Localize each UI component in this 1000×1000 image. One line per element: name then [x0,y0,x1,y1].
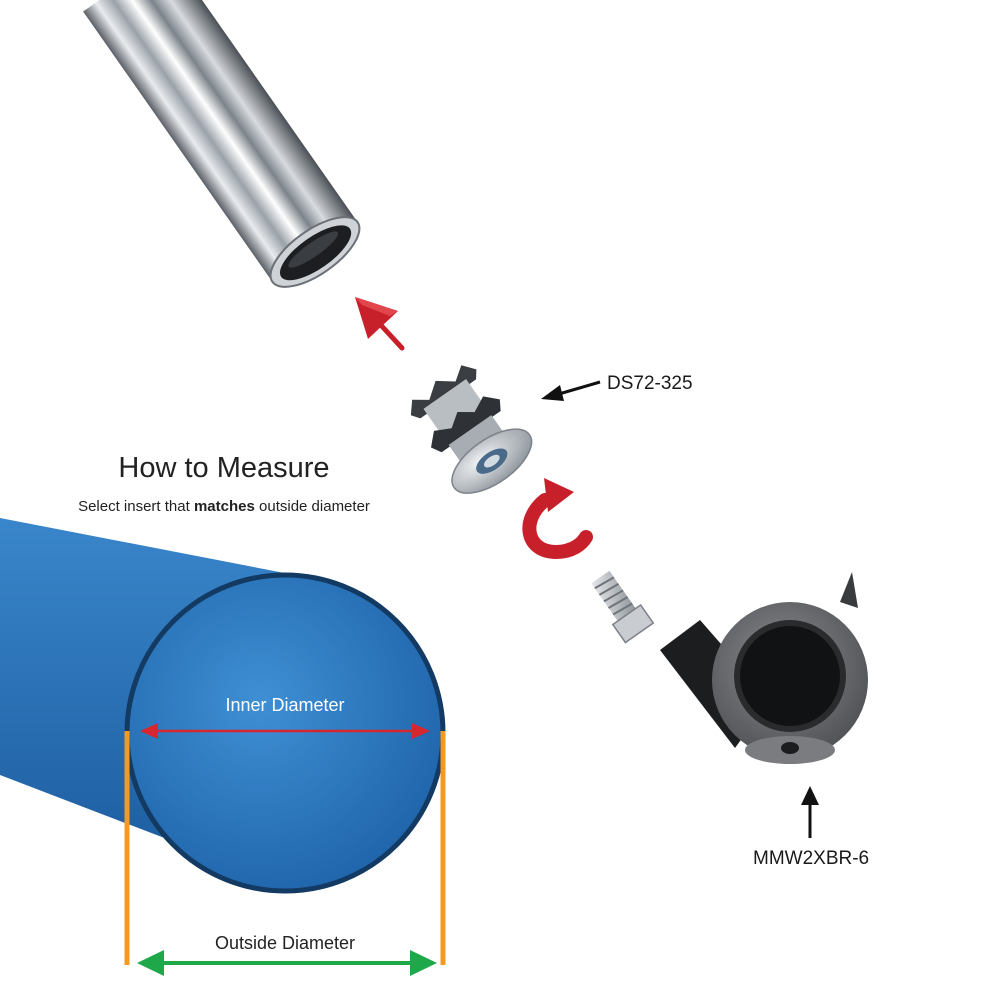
threaded-insert-image [410,365,533,494]
instruction-suffix: outside diameter [254,498,370,515]
instruction-prefix: Select insert that [78,498,194,515]
caster-label-arrow [801,786,819,838]
measured-tube-illustration [0,518,446,894]
insert-part-number: DS72-325 [607,373,693,394]
outside-diameter-arrow [137,950,437,976]
instruction-emphasis: matches [193,498,255,515]
insert-label-arrow [541,380,601,401]
caster-wheel-image [591,570,868,764]
page-title: How to Measure [118,452,330,484]
outside-diameter-label: Outside Diameter [214,933,356,953]
inner-diameter-label: Inner Diameter [225,695,345,715]
outside-diameter-guides [124,731,446,965]
instruction-text: Select insert that matches outside diame… [0,498,448,515]
chrome-tube-image [83,0,361,288]
caster-part-number: MMW2XBR-6 [753,848,870,869]
insert-direction-arrow [355,297,405,351]
rotate-arrow [522,478,593,560]
inner-diameter-arrow [140,723,430,739]
